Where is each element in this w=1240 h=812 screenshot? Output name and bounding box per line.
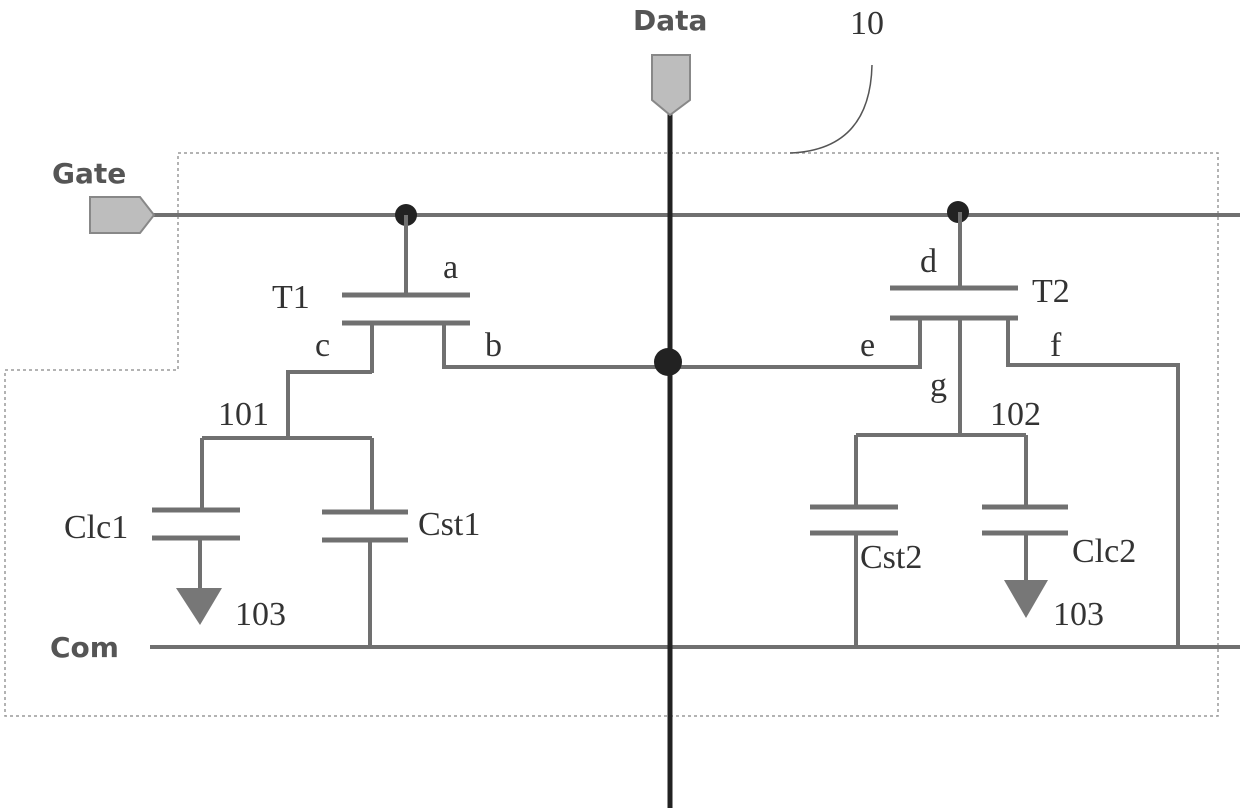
node-101-label: 101 <box>218 396 269 433</box>
t1-label: T1 <box>272 279 310 316</box>
node-102-label: 102 <box>990 396 1041 433</box>
clc2-label: Clc2 <box>1072 533 1136 570</box>
ground-103-left-label: 103 <box>235 596 286 633</box>
gate-label: Gate <box>52 157 126 190</box>
node-f-label: f <box>1050 327 1062 364</box>
junction-node-data <box>654 348 682 376</box>
gate-terminal <box>90 197 154 233</box>
bridge-wire <box>444 320 920 367</box>
t2-label: T2 <box>1032 273 1070 310</box>
ground-arrow-icon <box>176 588 222 625</box>
data-label: Data <box>633 4 707 37</box>
cst2-label: Cst2 <box>860 539 922 576</box>
node-g-label: g <box>930 367 947 404</box>
pixel-label: 10 <box>850 5 884 42</box>
ground-arrow-icon <box>1004 580 1048 618</box>
data-terminal <box>652 55 690 115</box>
ground-103-right-label: 103 <box>1053 596 1104 633</box>
node-b-label: b <box>485 327 502 364</box>
pixel-leader-line <box>790 65 872 153</box>
pixel-boundary <box>5 153 1218 716</box>
clc1-label: Clc1 <box>64 509 128 546</box>
com-label: Com <box>50 631 119 664</box>
node-a-label: a <box>443 249 458 286</box>
node-d-label: d <box>920 243 937 280</box>
node-c-label: c <box>315 327 330 364</box>
t1-drain-wire <box>288 372 372 438</box>
cst1-label: Cst1 <box>418 506 480 543</box>
node-e-label: e <box>860 327 875 364</box>
